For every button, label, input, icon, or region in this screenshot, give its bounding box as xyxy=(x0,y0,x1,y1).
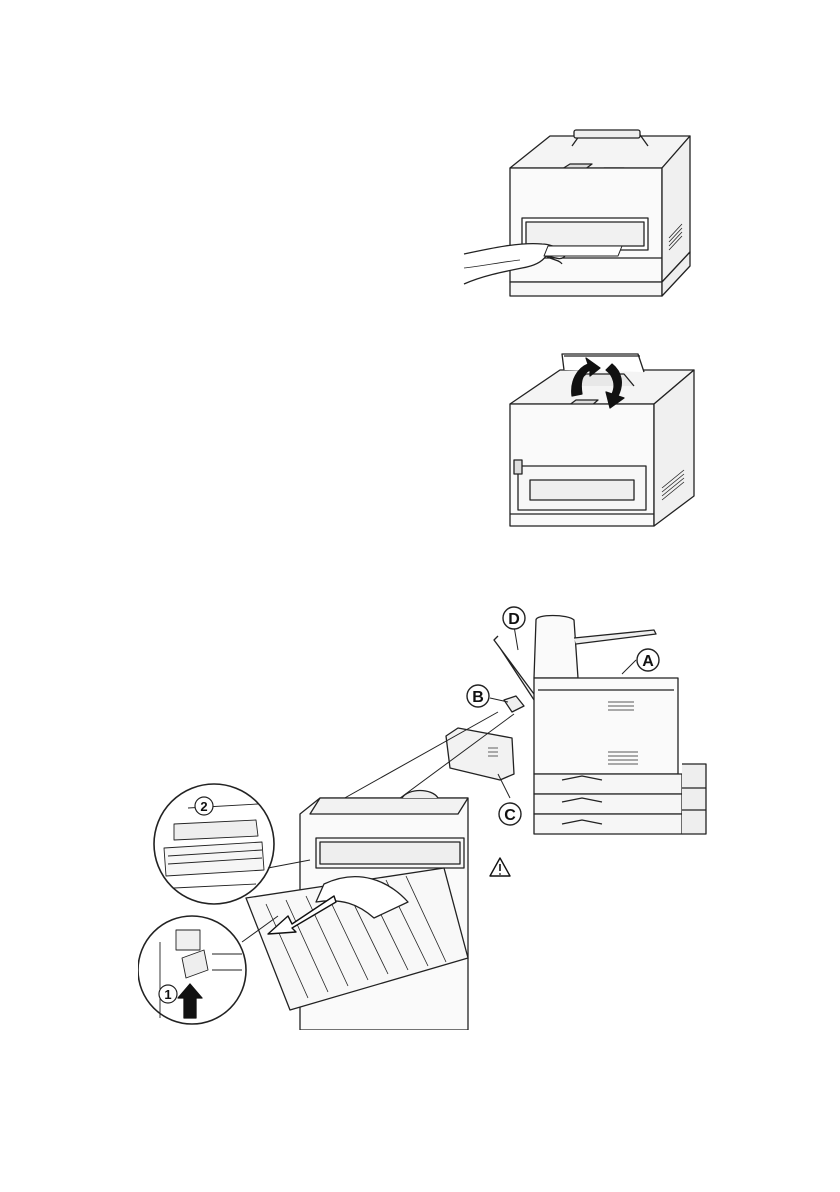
callout-B: B xyxy=(467,685,489,707)
figure-printer-top-cover-open xyxy=(474,350,720,540)
detail-circle-1: 1 xyxy=(138,916,246,1024)
figure-rear-jam-clearance: 2 1 A B xyxy=(138,598,712,1030)
printer-body xyxy=(510,130,690,296)
svg-text:A: A xyxy=(642,653,654,670)
printer-body xyxy=(510,354,694,526)
svg-text:C: C xyxy=(504,807,516,824)
step-1-label: 1 xyxy=(164,987,171,1002)
callout-C: C xyxy=(499,803,521,825)
figure-printer-front-paper-removal xyxy=(462,118,720,304)
detail-circle-2: 2 xyxy=(154,784,274,904)
fuser-unit-view xyxy=(246,791,468,1031)
step-2-label: 2 xyxy=(200,799,207,814)
callout-D: D xyxy=(503,607,525,629)
callout-A: A xyxy=(637,649,659,671)
warning-triangle-icon xyxy=(490,858,510,876)
svg-text:D: D xyxy=(508,611,520,628)
printer-side-view xyxy=(446,616,706,835)
svg-text:B: B xyxy=(472,689,484,706)
